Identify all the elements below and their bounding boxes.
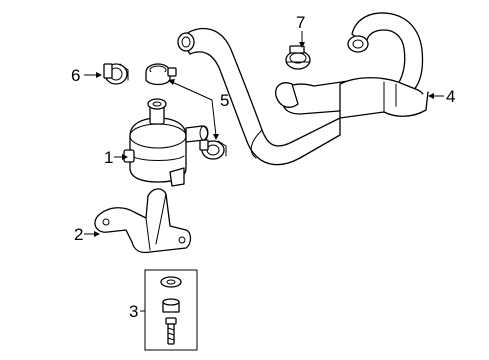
pump-bracket	[94, 188, 192, 254]
hardware-kit-box	[144, 269, 198, 351]
coolant-hose-assembly	[177, 12, 429, 166]
hose-clamp-6	[103, 63, 129, 85]
water-pump	[123, 98, 209, 187]
leader-lines	[84, 31, 444, 312]
callout-3: 3	[129, 302, 138, 321]
callout-4: 4	[446, 87, 455, 106]
hose-clamp-5-lower	[199, 139, 227, 160]
callout-6: 6	[71, 66, 80, 85]
callout-7: 7	[296, 13, 305, 32]
callout-1: 1	[104, 148, 113, 167]
callout-2: 2	[74, 225, 83, 244]
callout-5: 5	[220, 91, 229, 110]
hose-clamp-7	[285, 45, 311, 70]
